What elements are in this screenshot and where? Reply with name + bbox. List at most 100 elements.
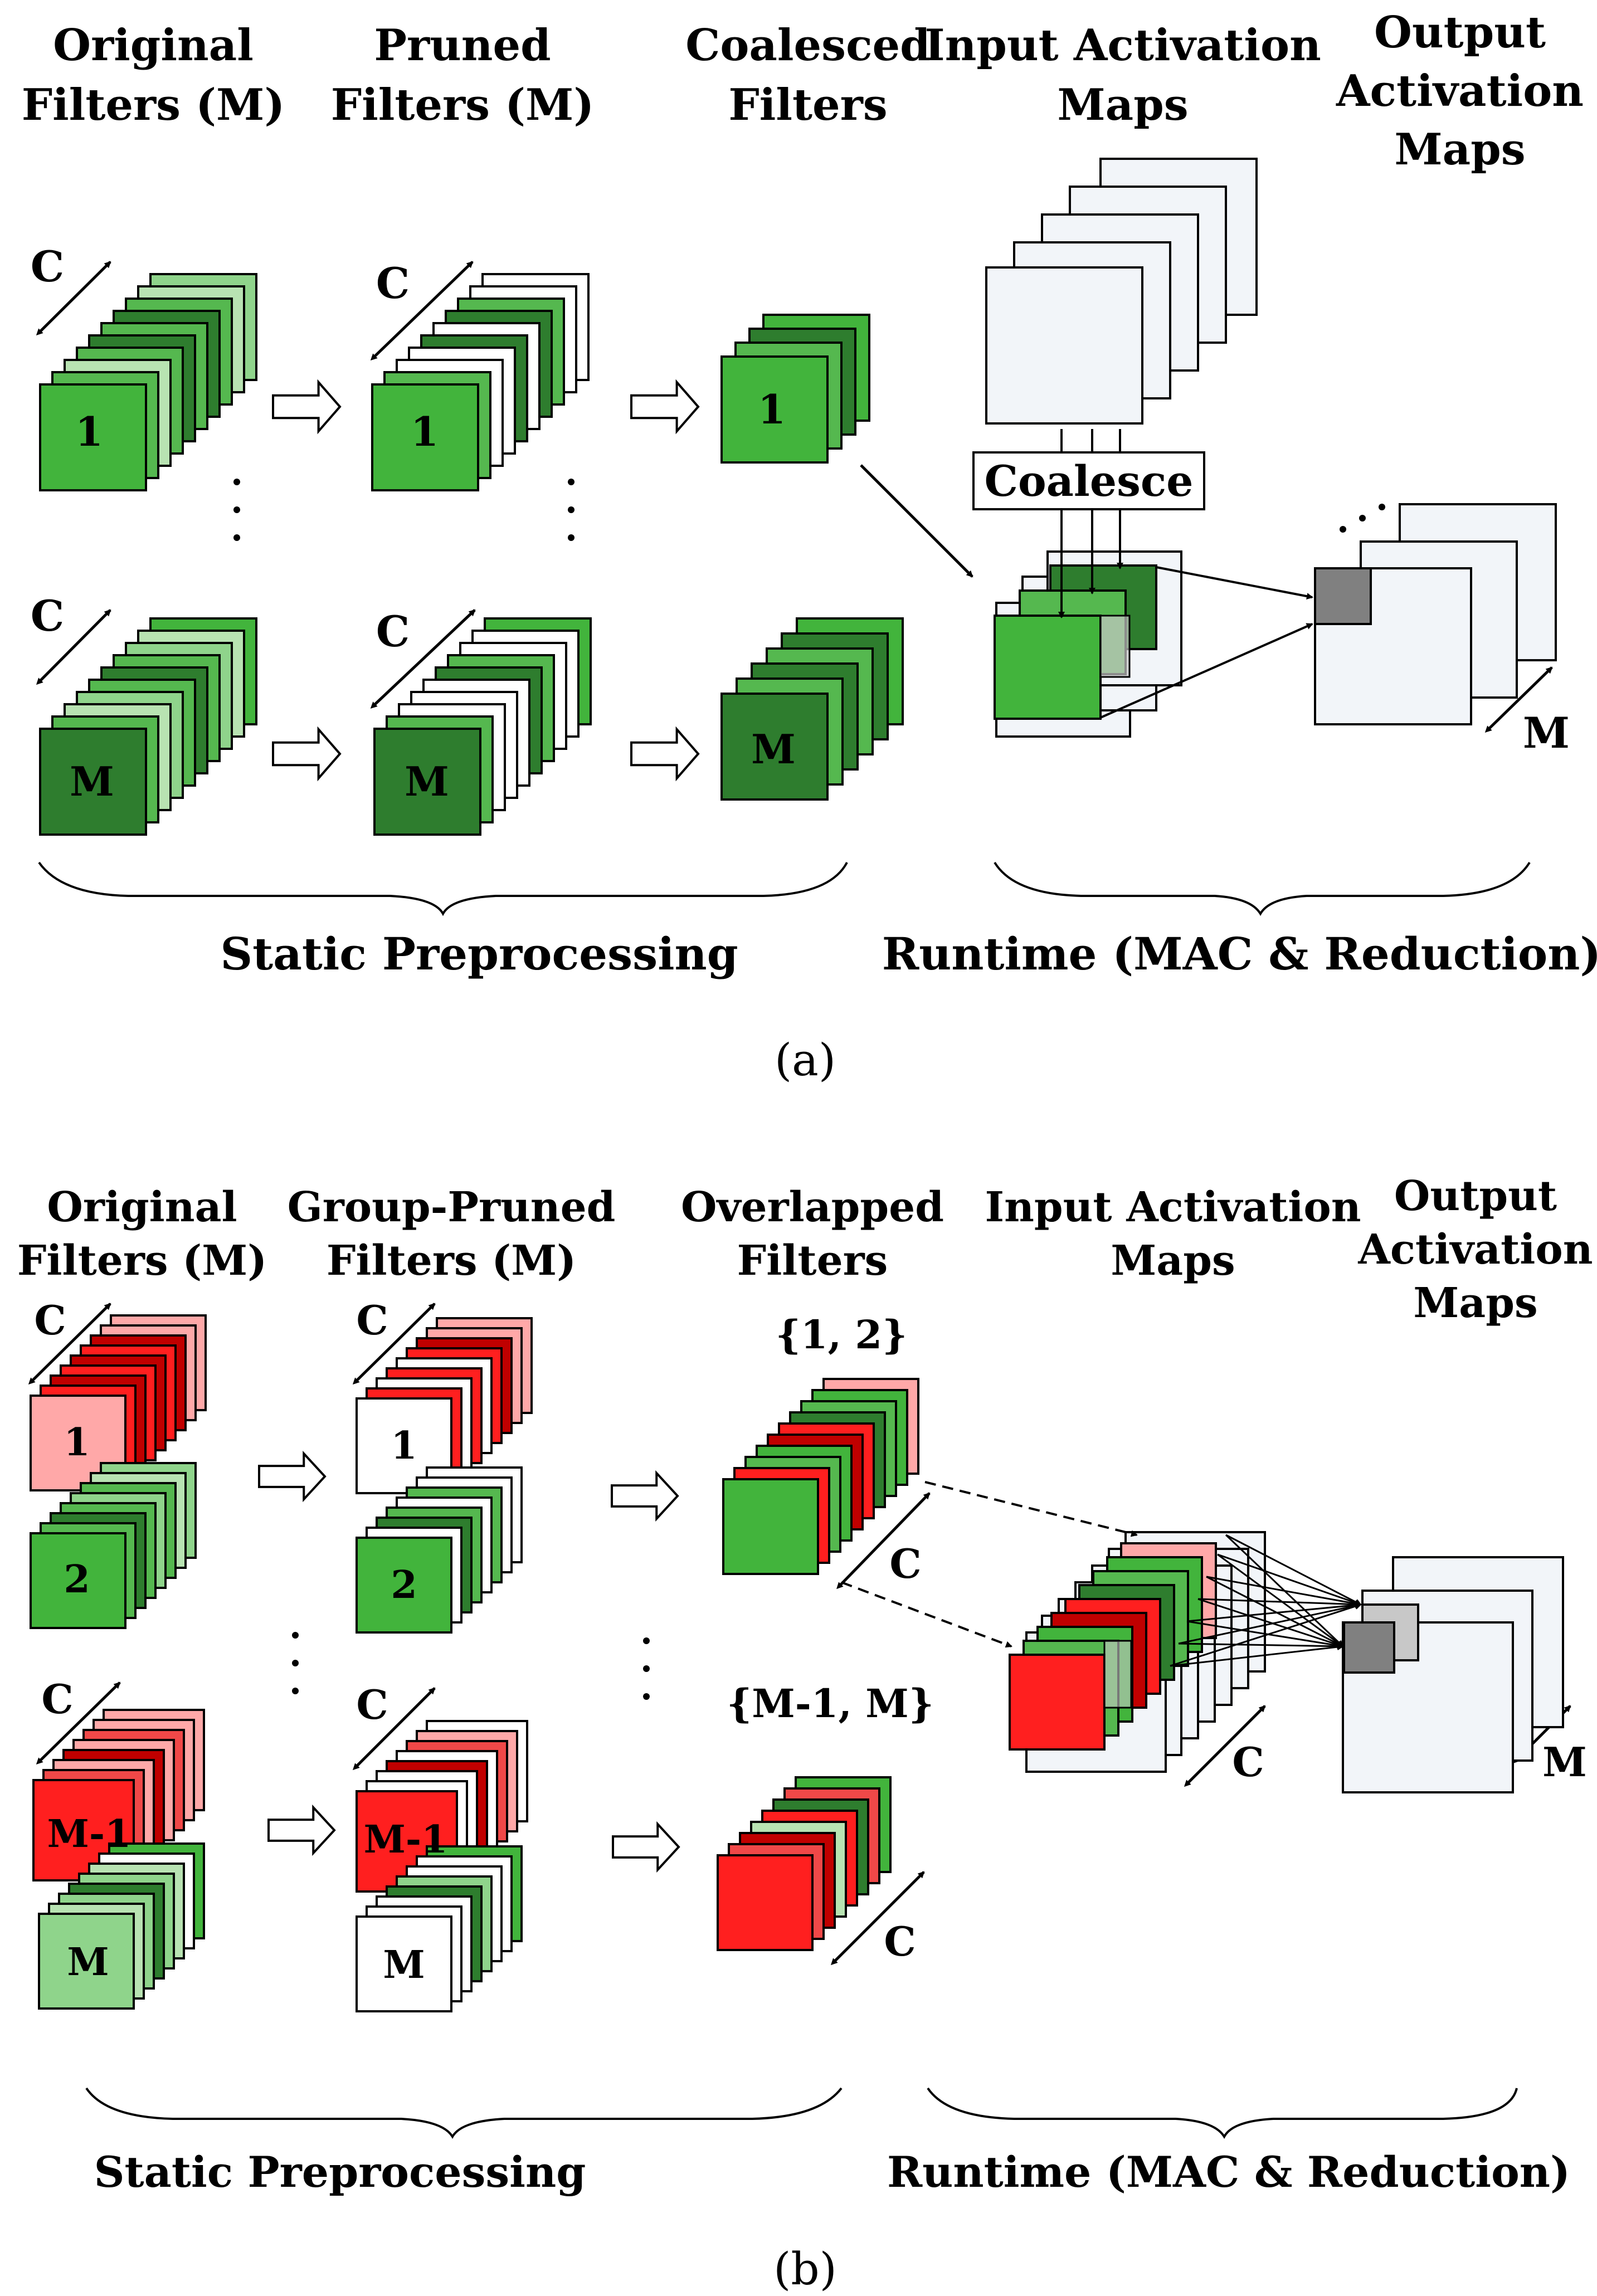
a-dimension-label-c-4: C	[376, 607, 410, 656]
b-group-pruned-filter-stack-2	[356, 1466, 523, 1634]
a-arrow-coalesced-to-runtime	[860, 464, 973, 578]
b-fan-arrow-top-4	[1197, 1598, 1362, 1608]
b-runtime-brace	[927, 2087, 1518, 2139]
header-original-filters-line1: Original	[53, 20, 254, 71]
b-fan-arrow-top-2	[1217, 1553, 1362, 1606]
a-block-arrow-1	[272, 379, 342, 435]
b-dimension-label-c-2: C	[41, 1675, 73, 1723]
b-ellipsis-overlapped	[643, 1637, 650, 1700]
header-b-output-maps-line3: Maps	[1413, 1279, 1537, 1327]
b-orig-2-filter-layer-8	[30, 1532, 126, 1629]
panel-b: Original Filters (M) Group-Pruned Filter…	[17, 1172, 1593, 2295]
a-original-front-label-1: 1	[75, 408, 103, 455]
a-output-dimension-arrow-m	[1484, 666, 1553, 733]
a-output-ellipsis	[1340, 504, 1385, 533]
a-coalesced-filter-stack-m	[720, 617, 904, 801]
a-dimension-arrow-c-3	[370, 261, 474, 360]
a-input-activation-maps	[985, 158, 1258, 425]
b-block-arrows	[258, 1450, 680, 1873]
b-fan-arrow-top-7	[1170, 1603, 1362, 1667]
b-dimension-arrow-c-1	[28, 1303, 111, 1385]
a-dimension-label-c-2: C	[31, 591, 65, 641]
a-dimension-label-c-1: C	[31, 242, 65, 291]
a-runtime-filter-front	[994, 615, 1102, 720]
b-block-arrow-4	[612, 1821, 680, 1873]
a-ellipsis-original	[233, 479, 240, 541]
b-original-front-label-2: 2	[64, 1557, 90, 1602]
b-dimension-arrow-c-5	[836, 1492, 931, 1590]
b-dimension-label-c-1: C	[34, 1296, 66, 1344]
header-b-input-maps-line2: Maps	[1111, 1237, 1235, 1285]
a-original-filter-stack-1	[39, 273, 257, 491]
b-dimension-arrow-c-3	[352, 1303, 436, 1385]
a-dimension-arrow-c-1	[36, 261, 111, 336]
header-b-overlapped-line1: Overlapped	[681, 1183, 944, 1231]
a-original-filter-stack-m	[39, 617, 257, 836]
a-block-arrow-2	[272, 726, 342, 782]
b-dimension-label-c-4: C	[356, 1681, 388, 1728]
b-fan-arrow-bottom-4	[1197, 1598, 1344, 1648]
b-original-front-label-m: M	[67, 1940, 109, 1985]
b-group-label-m-1-m: {M-1, M}	[727, 1680, 934, 1727]
a-output-dimension-label-m: M	[1523, 708, 1570, 758]
b-dimension-label-c-3: C	[356, 1296, 388, 1344]
b-group-pruned-filter-stack-m-1	[356, 1720, 528, 1893]
b-original-filter-stack-2	[30, 1462, 197, 1629]
b-original-front-label-m-1: M-1	[47, 1812, 132, 1856]
b-static-label: Static Preprocessing	[94, 2147, 586, 2197]
header-b-original-line2: Filters (M)	[17, 1237, 267, 1285]
header-coalesced-filters-line1: Coalesced	[685, 20, 930, 71]
header-output-maps-line3: Maps	[1394, 124, 1525, 175]
b-runtime-overlap	[1103, 1640, 1132, 1709]
a-orig-top-filter-layer-10	[39, 383, 147, 491]
header-b-output-maps-line1: Output	[1394, 1172, 1557, 1220]
b-fan-arrow-top-3	[1206, 1576, 1362, 1607]
coalesce-label: Coalesce	[984, 456, 1193, 506]
a-runtime-label: Runtime (MAC & Reduction)	[882, 928, 1597, 980]
b-runtime-filter-layer-9	[1009, 1654, 1106, 1751]
b-output-activation-maps	[1342, 1556, 1564, 1793]
a-dimension-arrow-c-4	[370, 609, 476, 709]
b-block-arrow-2	[267, 1804, 336, 1856]
header-b-group-pruned-line2: Filters (M)	[327, 1237, 576, 1285]
a-runtime-overlap	[1099, 615, 1131, 678]
b-block-arrow-3	[611, 1470, 679, 1522]
header-pruned-filters-line1: Pruned	[374, 20, 551, 71]
b-fan-arrow-top-1	[1225, 1534, 1362, 1606]
b-group-pruned-filter-stack-m	[356, 1845, 523, 2012]
a-original-front-label-m: M	[70, 758, 114, 805]
a-static-brace	[38, 861, 848, 917]
a-pruned-front-label-1: 1	[411, 408, 439, 455]
a-coalesced-front-label-1: 1	[758, 386, 786, 433]
b-output-pixel-front	[1343, 1621, 1395, 1674]
b-original-filter-stack-1	[30, 1314, 207, 1491]
header-b-overlapped-line2: Filters	[737, 1237, 888, 1285]
b-ov-1-filter-layer-10	[722, 1478, 819, 1575]
header-output-maps-line1: Output	[1374, 7, 1546, 58]
b-dimension-arrow-c-4	[352, 1687, 436, 1771]
a-block-arrow-4	[630, 726, 700, 782]
b-fan-arrow-bottom-6	[1178, 1642, 1344, 1650]
b-runtime-mac-stack	[1009, 1531, 1266, 1773]
a-dimension-label-c-3: C	[376, 259, 410, 308]
b-group-pruned-filter-stack-1	[356, 1317, 533, 1494]
b-output-dimension-label-m: M	[1542, 1738, 1587, 1786]
a-coalesced-front-label-m: M	[751, 725, 796, 773]
b-gp-m-filter-layer-8	[356, 1915, 452, 2012]
a-coalesced-filter-stack-1	[720, 314, 870, 464]
b-group-pruned-front-label-1: 1	[391, 1424, 417, 1468]
header-coalesced-filters-line2: Filters	[728, 80, 887, 130]
b-fan-arrow-bottom-2	[1217, 1553, 1344, 1647]
a-arrow-mac-to-output-1	[1156, 566, 1313, 599]
header-b-original-line1: Original	[47, 1183, 237, 1231]
b-original-front-label-1: 1	[64, 1420, 90, 1465]
coalesce-box: Coalesce	[972, 451, 1205, 510]
a-coal-top-filter-layer-4	[720, 355, 829, 464]
b-gp-2-filter-layer-8	[356, 1537, 452, 1634]
b-dimension-arrow-c-6	[830, 1871, 925, 1966]
header-b-input-maps-line1: Input Activation	[985, 1183, 1361, 1231]
a-runtime-brace	[994, 861, 1531, 916]
a-static-label: Static Preprocessing	[220, 928, 738, 980]
header-pruned-filters-line2: Filters (M)	[331, 80, 595, 130]
